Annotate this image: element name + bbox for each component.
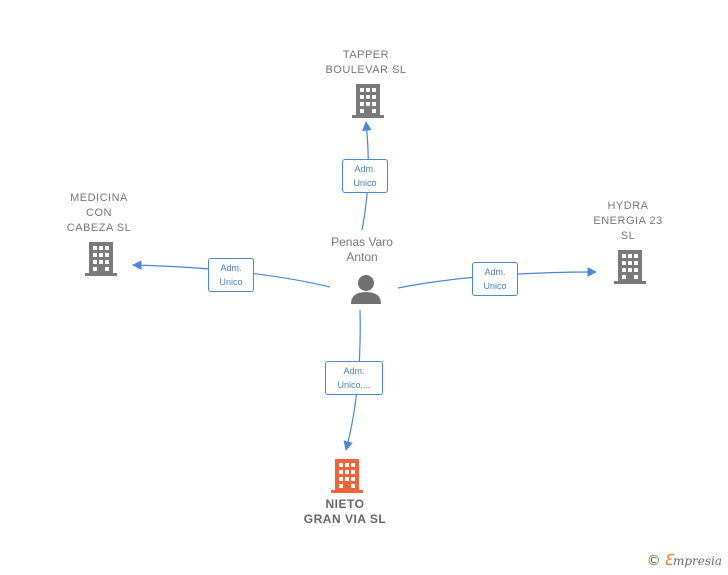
company-name-line: MEDICINA — [70, 192, 128, 204]
company-label-nieto[interactable]: NIETO GRAN VIA SL — [290, 497, 400, 527]
company-name-line: CON — [86, 207, 112, 219]
person-name-line: Anton — [346, 250, 378, 264]
company-name-line: CABEZA SL — [66, 222, 132, 234]
role-line: Unico — [483, 281, 507, 291]
company-name-line: SL — [620, 230, 636, 242]
edge-label-nieto[interactable]: Adm. Unico,... — [325, 361, 383, 395]
company-name-line: GRAN VIA SL — [303, 512, 387, 526]
building-icon[interactable] — [331, 459, 363, 493]
role-line: Unico — [219, 277, 243, 287]
company-name-line: NIETO — [325, 497, 365, 511]
company-name-line: BOULEVAR SL — [325, 64, 407, 76]
edge-label-hydra[interactable]: Adm. Unico — [472, 262, 518, 296]
company-label-hydra[interactable]: HYDRA ENERGIA 23 SL — [578, 199, 678, 244]
empresia-watermark: ©ℇmpresia — [647, 551, 722, 569]
brand-initial: ℇ — [663, 551, 673, 569]
building-icon[interactable] — [85, 242, 117, 276]
building-icon[interactable] — [352, 84, 384, 118]
edge-label-medicina[interactable]: Adm. Unico — [208, 258, 254, 292]
role-line: Adm. — [484, 267, 506, 277]
company-name-line: HYDRA — [607, 200, 649, 212]
person-label[interactable]: Penas Varo Anton — [312, 235, 412, 265]
copyright-icon: © — [646, 553, 661, 569]
role-line: Unico,... — [337, 380, 371, 390]
edge-label-tapper[interactable]: Adm. Unico — [342, 159, 388, 193]
company-name-line: ENERGIA 23 — [593, 215, 663, 227]
role-line: Adm. — [343, 366, 365, 376]
role-line: Adm. — [220, 263, 242, 273]
company-name-line: TAPPER — [342, 49, 390, 61]
company-label-tapper[interactable]: TAPPER BOULEVAR SL — [316, 48, 416, 78]
role-line: Unico — [353, 178, 377, 188]
person-name-line: Penas Varo — [331, 235, 393, 249]
role-line: Adm. — [354, 164, 376, 174]
person-icon[interactable] — [350, 274, 382, 304]
company-label-medicina[interactable]: MEDICINA CON CABEZA SL — [49, 191, 149, 236]
brand-name: mpresia — [672, 554, 722, 568]
building-icon[interactable] — [614, 250, 646, 284]
